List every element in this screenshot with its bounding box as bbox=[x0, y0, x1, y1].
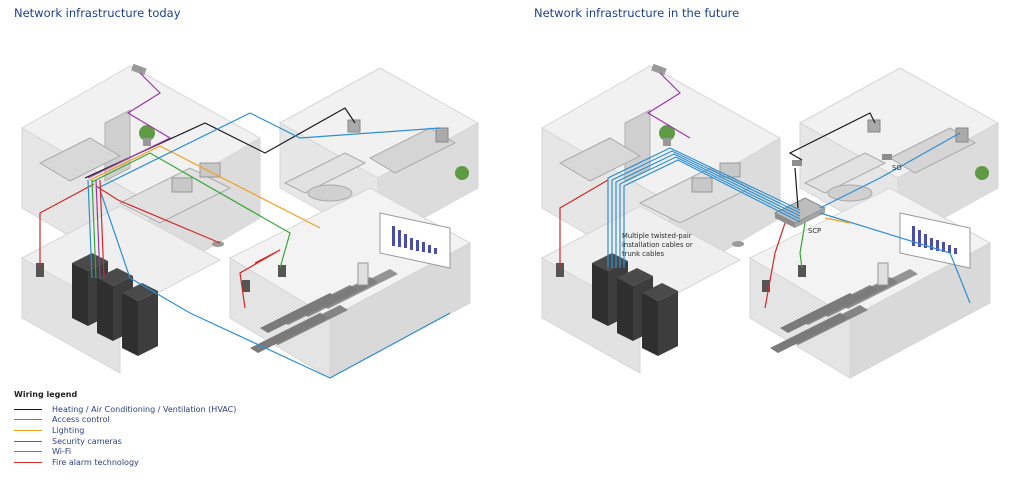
wire-security-camera bbox=[646, 72, 691, 139]
fire-alarm-icon bbox=[212, 241, 224, 247]
legend-label-security-cameras: Security cameras bbox=[52, 436, 122, 446]
wire-bundle-a bbox=[87, 179, 93, 279]
scp-device-icon bbox=[773, 197, 827, 228]
security-camera-icon bbox=[651, 63, 667, 76]
wire-hvac-2 bbox=[794, 167, 799, 209]
title-future: Network infrastructure in the future bbox=[534, 6, 740, 20]
wire-access-control bbox=[91, 152, 291, 269]
wire-wifi-2 bbox=[99, 189, 451, 379]
wire-hvac bbox=[84, 107, 356, 179]
cables-label-line3: trunk cables bbox=[622, 250, 664, 258]
lectern-icon bbox=[877, 262, 889, 286]
wire-trunk-3 bbox=[615, 153, 801, 268]
wire-bundle-c bbox=[95, 179, 101, 279]
lecture-seating-icon bbox=[770, 269, 918, 353]
legend-swatch-access-control bbox=[14, 419, 42, 421]
wire-fire-alarm-2 bbox=[95, 185, 221, 244]
wiring-future bbox=[559, 72, 971, 309]
fire-alarm-icon bbox=[732, 241, 744, 247]
legend-label-lighting: Lighting bbox=[52, 425, 85, 435]
legend-swatch-wifi bbox=[14, 451, 42, 453]
wire-wifi bbox=[819, 132, 961, 209]
scp-label: SCP bbox=[808, 227, 821, 235]
plant-icon bbox=[659, 125, 675, 146]
lectern-icon bbox=[357, 262, 369, 286]
wire-lighting bbox=[89, 145, 321, 229]
legend-title: Wiring legend bbox=[14, 390, 78, 399]
wire-wifi-2 bbox=[819, 212, 971, 304]
wire-access-control bbox=[799, 222, 806, 269]
legend-item-lighting: Lighting bbox=[14, 425, 236, 436]
wire-trunk-5 bbox=[623, 159, 801, 268]
wire-fire-alarm-3 bbox=[239, 249, 281, 309]
wall-device-icon bbox=[347, 119, 469, 180]
so-label: SO bbox=[892, 164, 902, 172]
wire-hvac bbox=[788, 112, 876, 161]
cabinet-icon bbox=[624, 109, 651, 182]
security-camera-icon bbox=[131, 63, 147, 76]
wire-trunk-1 bbox=[607, 147, 801, 268]
wire-fire-alarm bbox=[39, 183, 95, 268]
wire-trunk-4 bbox=[619, 156, 801, 268]
wiring-today bbox=[39, 72, 451, 379]
wire-fire-alarm bbox=[559, 179, 609, 268]
legend-item-fire-alarm: Fire alarm technology bbox=[14, 457, 236, 468]
legend-label-fire-alarm: Fire alarm technology bbox=[52, 457, 139, 467]
legend-swatch-security-cameras bbox=[14, 440, 42, 442]
so-device-icon bbox=[792, 154, 892, 166]
legend-item-hvac: Heating / Air Conditioning / Ventilation… bbox=[14, 404, 236, 415]
legend-item-wifi: Wi-Fi bbox=[14, 446, 236, 457]
wire-trunk-2 bbox=[611, 150, 801, 268]
legend-item-access-control: Access control bbox=[14, 415, 236, 426]
legend-swatch-fire-alarm bbox=[14, 461, 42, 463]
wire-security-camera bbox=[87, 72, 172, 179]
reception-desk-icon bbox=[803, 127, 977, 202]
building-diagram-today bbox=[20, 63, 480, 379]
lecture-seating-icon bbox=[250, 269, 398, 353]
building-diagram-future: SCP SO Multiple twisted-pair installatio… bbox=[540, 63, 1000, 379]
wire-bundle-b bbox=[91, 179, 97, 279]
legend-swatch-lighting bbox=[14, 429, 42, 431]
office-desks-icon bbox=[558, 137, 752, 224]
wire-fire-alarm-2 bbox=[764, 222, 786, 309]
server-racks-icon bbox=[72, 253, 158, 356]
legend-label-access-control: Access control bbox=[52, 415, 110, 425]
plant-icon bbox=[139, 125, 155, 146]
office-desks-icon bbox=[38, 137, 232, 224]
legend-label-wifi: Wi-Fi bbox=[52, 447, 72, 457]
legend-item-security-cameras: Security cameras bbox=[14, 436, 236, 447]
wire-lighting bbox=[824, 217, 851, 224]
title-today: Network infrastructure today bbox=[14, 6, 181, 20]
presentation-screen-icon bbox=[899, 212, 971, 269]
presentation-screen-icon bbox=[379, 212, 451, 269]
cables-label-line2: installation cables or bbox=[622, 241, 693, 249]
reception-desk-icon bbox=[283, 127, 457, 202]
wire-bundle-d bbox=[99, 179, 105, 279]
wire-wifi bbox=[97, 112, 441, 189]
legend-swatch-hvac bbox=[14, 408, 42, 410]
wiring-legend: Wiring legend Heating / Air Conditioning… bbox=[14, 390, 236, 468]
legend-label-hvac: Heating / Air Conditioning / Ventilation… bbox=[52, 404, 237, 414]
cables-label-line1: Multiple twisted-pair bbox=[622, 232, 692, 240]
access-panel-icon bbox=[36, 263, 286, 292]
room-lecture-bottom-right bbox=[228, 187, 472, 379]
access-panel-icon bbox=[556, 263, 806, 292]
server-racks-icon bbox=[592, 253, 678, 356]
